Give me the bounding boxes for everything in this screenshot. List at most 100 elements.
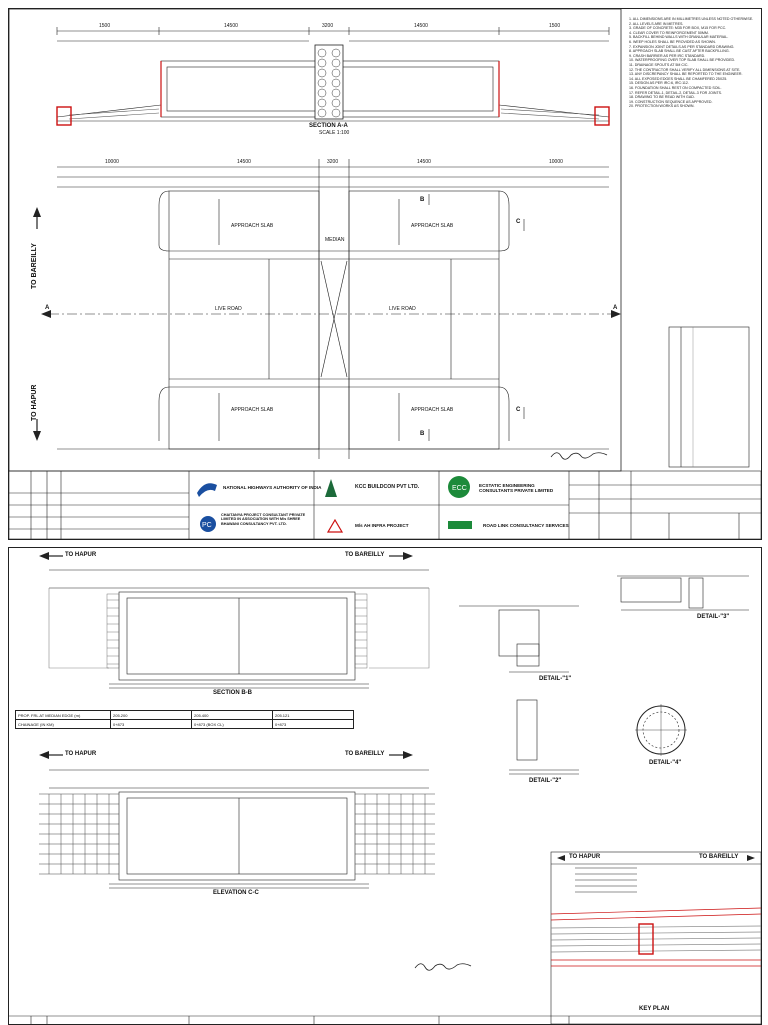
dim-top-2: 14500 (224, 23, 238, 29)
live-road-label-1: LIVE ROAD (215, 306, 242, 312)
dim-plan-2: 14500 (237, 159, 251, 165)
detail-2-title: DETAIL-"2" (529, 778, 562, 784)
section-b-marker-bottom: B (420, 431, 425, 437)
live-road-label-2: LIVE ROAD (389, 306, 416, 312)
firm-rlc: ROAD LINK CONSULTANCY SERVICES (483, 523, 569, 528)
note-item: 6. WEEP HOLES SHALL BE PROVIDED AS SHOWN… (629, 39, 716, 44)
elevation-c-c (49, 769, 429, 889)
firm-nhai: NATIONAL HIGHWAYS AUTHORITY OF INDIA (223, 485, 322, 490)
section-c-marker-top: C (516, 219, 521, 225)
detail-4-title: DETAIL-"4" (649, 760, 682, 766)
kcc-logo (325, 479, 337, 497)
note-item: 17. REFER DETAIL-1, DETAIL-2, DETAIL-3 F… (629, 90, 723, 95)
table-cell: 205.200 (110, 710, 192, 720)
note-item: 7. EXPANSION JOINT DETAILS AS PER STANDA… (629, 44, 735, 49)
section-c-marker-bottom: C (516, 407, 521, 413)
note-item: 8. APPROACH SLAB SHALL BE CAST AFTER BAC… (629, 49, 730, 54)
table-row: PROP. FRL AT MEDIAN EDGE (m) 205.200 205… (15, 710, 354, 720)
engineer-signature (550, 452, 608, 460)
keyplan-to-bareilly: TO BAREILLY (699, 854, 739, 860)
keyplan-to-hapur: TO HAPUR (569, 854, 601, 860)
note-item: 2. ALL LEVELS ARE IN METRES. (629, 21, 684, 26)
dim-top-1: 1500 (99, 23, 111, 29)
approach-slab-label-1: APPROACH SLAB (231, 223, 274, 229)
engineer-signature-2 (414, 963, 472, 971)
section-b-marker-top: B (420, 197, 425, 203)
section-a-a-scale: SCALE 1:100 (319, 130, 350, 136)
approach-slab-label-2: APPROACH SLAB (411, 223, 454, 229)
ecc-logo: ECC (448, 476, 470, 498)
note-item: 9. CRASH BARRIER AS PER IRC STANDARD. (629, 53, 706, 58)
table-cell: 0+873 (110, 719, 192, 729)
firm-kcc: KCC BUILDCON PVT LTD. (355, 484, 420, 490)
note-item: 4. CLEAR COVER TO REINFORCEMENT 50MM. (629, 30, 709, 35)
to-bareilly-label-cc: TO BAREILLY (345, 751, 385, 757)
note-item: 16. FOUNDATION SHALL REST ON COMPACTED S… (629, 85, 722, 90)
detail-1-drawing (459, 605, 579, 673)
firm-ecc: ECSTATIC ENGINEERING CONSULTANTS PRIVATE… (479, 483, 554, 493)
table-cell: CHAINAGE (IN KM) (15, 719, 111, 729)
section-a-a-title: SECTION A-A (309, 123, 348, 129)
to-hapur-label-cc: TO HAPUR (65, 751, 97, 757)
sheet2-drawing (9, 552, 761, 1024)
sheet1-drawing (9, 9, 761, 539)
key-plan-title: KEY PLAN (639, 1006, 670, 1012)
note-item: 3. GRADE OF CONCRETE: M35 FOR BOX, M15 F… (629, 26, 727, 31)
to-hapur-label: TO HAPUR (31, 384, 38, 421)
approach-slab-label-3: APPROACH SLAB (231, 407, 274, 413)
section-b-b (48, 569, 430, 689)
note-item: 1. ALL DIMENSIONS ARE IN MILLIMETRES UNL… (629, 17, 754, 21)
dim-top-3: 3200 (322, 23, 334, 29)
title-block (9, 470, 761, 539)
firm-ah: M/s AH INFRA PROJECT (355, 523, 409, 528)
svg-text:ECC: ECC (452, 485, 467, 492)
median-label: MEDIAN (325, 237, 345, 243)
firm-chaitanya: CHAITANYA PROJECT CONSULTANT PRIVATE LIM… (221, 513, 306, 526)
note-item: 12. THE CONTRACTOR SHALL VERIFY ALL DIME… (629, 67, 741, 72)
table-cell: 205.400 (191, 710, 273, 720)
note-item: 20. PROTECTION WORKS AS SHOWN. (629, 104, 695, 109)
dim-plan-4: 14500 (417, 159, 431, 165)
to-hapur-label-bb: TO HAPUR (65, 552, 97, 558)
left-end-block (56, 106, 72, 126)
right-end-block (594, 106, 610, 126)
dim-top-5: 1500 (549, 23, 561, 29)
svg-text:PC: PC (202, 522, 212, 529)
note-item: 14. ALL EXPOSED EDGES SHALL BE CHAMFERED… (629, 76, 728, 81)
table-cell: 0+873 (272, 719, 354, 729)
note-item: 19. CONSTRUCTION SEQUENCE AS APPROVED. (629, 99, 713, 104)
stone-pitching-right (355, 793, 435, 875)
stone-pitching-left (39, 793, 119, 875)
drawing-sheet-1: SECTION A-A SCALE 1:100 1500 14500 3200 … (8, 8, 762, 540)
table-cell: 0+873 (BOX CL) (191, 719, 273, 729)
approach-slab-label-4: APPROACH SLAB (411, 407, 454, 413)
note-item: 15. DESIGN AS PER IRC:6, IRC:112. (629, 81, 689, 86)
axis-a-left: A (45, 305, 50, 311)
note-item: 18. DRAWING TO BE READ WITH GAD. (629, 95, 695, 100)
section-b-b-title: SECTION B-B (213, 690, 252, 696)
nhai-logo (197, 483, 217, 497)
ah-logo (327, 519, 343, 533)
detail-3-drawing (617, 575, 749, 611)
dim-plan-1: 10000 (105, 159, 119, 165)
dim-top-4: 14500 (414, 23, 428, 29)
note-item: 11. DRAINAGE SPOUTS AT 5M C/C. (629, 62, 689, 67)
rlc-logo (448, 521, 472, 529)
table-cell: PROP. FRL AT MEDIAN EDGE (m) (15, 710, 111, 720)
note-item: 5. BACKFILL BEHIND WALLS WITH GRANULAR M… (629, 35, 729, 40)
dim-plan-3: 3200 (327, 159, 339, 165)
detail-1-title: DETAIL-"1" (539, 676, 572, 682)
note-item: 10. WATERPROOFING OVER TOP SLAB SHALL BE… (629, 58, 736, 63)
median-masonry (314, 44, 344, 120)
detail-2-drawing (509, 699, 579, 775)
elevation-c-c-title: ELEVATION C-C (213, 890, 259, 896)
key-plan-drawing (550, 851, 761, 1024)
table-row: CHAINAGE (IN KM) 0+873 0+873 (BOX CL) 0+… (15, 719, 354, 729)
note-item: 13. ANY DISCREPANCY SHALL BE REPORTED TO… (629, 72, 743, 77)
axis-a-right: A (613, 305, 618, 311)
chainage-table: PROP. FRL AT MEDIAN EDGE (m) 205.200 205… (15, 710, 354, 729)
to-bareilly-label: TO BAREILLY (31, 243, 38, 289)
drawing-sheet-2: TO HAPUR TO BAREILLY TO HAPUR TO BAREILL… (8, 547, 762, 1025)
plan-view (57, 159, 609, 459)
to-bareilly-label-bb: TO BAREILLY (345, 552, 385, 558)
